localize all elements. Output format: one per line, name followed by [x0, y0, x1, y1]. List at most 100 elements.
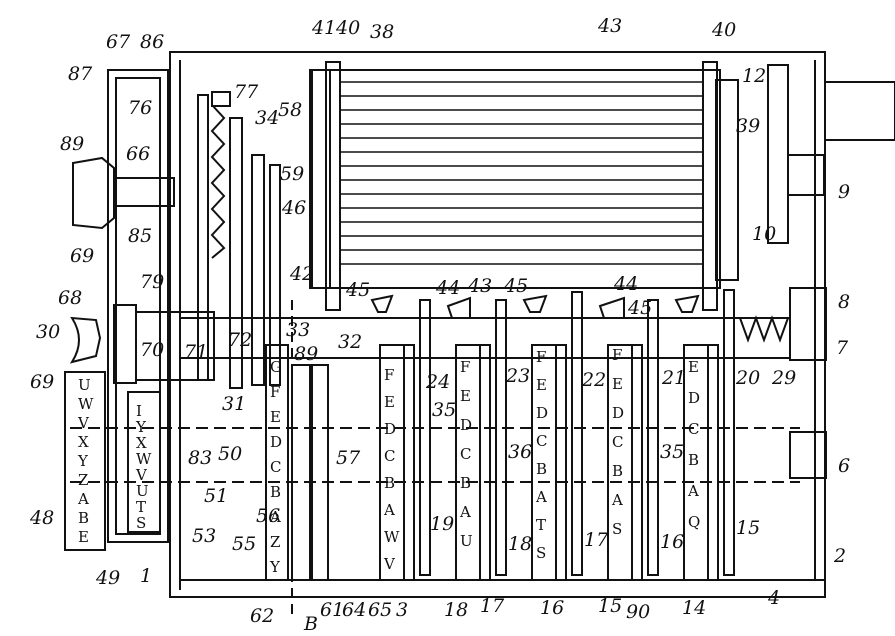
wheel-letter: Y: [135, 418, 147, 436]
main-shaft: [179, 317, 791, 359]
plate-26: [571, 291, 583, 576]
ref-15: 15: [598, 595, 622, 617]
ref-45-a: 45: [345, 279, 370, 301]
ref-83: 85: [128, 225, 152, 247]
rack-14: [707, 344, 719, 581]
wheel-letter: E: [612, 375, 623, 393]
hub-9: [787, 154, 825, 196]
ref-61: 61: [320, 599, 344, 621]
wheel-letter: C: [384, 447, 395, 465]
wheel-56: [291, 364, 311, 581]
gear-39: [715, 79, 739, 281]
ref-48: 48: [29, 507, 54, 529]
ref-51: 51: [204, 485, 228, 507]
wheel-letter: F: [536, 348, 546, 366]
ref-56: 56: [256, 505, 280, 527]
wheel-letter: C: [270, 458, 281, 476]
box-85: [107, 69, 169, 543]
pawl-44-b: [598, 296, 625, 319]
drum-38-comb-lines: [340, 81, 702, 265]
wheel-letter: X: [78, 433, 89, 451]
ref-50: 50: [218, 443, 242, 465]
ref-28: 24: [425, 371, 450, 393]
ref-64: 64: [342, 599, 366, 621]
wheel-letter: B: [460, 474, 471, 492]
ref-86: 87: [68, 63, 93, 85]
wheel-letter: V: [77, 414, 90, 432]
wheel-57: [311, 364, 329, 581]
wheel-letter: E: [270, 408, 281, 426]
wheel-letter: S: [136, 514, 146, 532]
wheel-letter: A: [383, 501, 395, 519]
ref-17: 17: [480, 595, 505, 617]
wheel-letter: I: [136, 402, 142, 420]
ref-55: 55: [232, 533, 256, 555]
ref-23: 19: [430, 513, 454, 535]
ref-26: 22: [581, 369, 606, 391]
wheel-letter: G: [270, 358, 282, 376]
wheel-letter: D: [270, 433, 282, 451]
ref-76: 77: [234, 81, 259, 103]
wheel-letter: W: [384, 528, 400, 546]
ref-25: 21: [661, 367, 686, 389]
section-marker-b: B: [303, 613, 318, 635]
wheel-letter: D: [460, 416, 472, 434]
drum-38: [309, 69, 721, 289]
gear-12: [767, 64, 789, 244]
wheel-letter: A: [459, 503, 471, 521]
wheel-letter: E: [536, 376, 547, 394]
pawl-45-c: [674, 294, 700, 313]
wheel-letter: F: [460, 358, 470, 376]
ref-8: 8: [838, 291, 850, 313]
rack-18: [403, 344, 415, 581]
rod-83: [197, 94, 209, 381]
ref-14: 14: [682, 597, 706, 619]
reference-numerals: 41 40 38 43 40 67 86 87 77 76 34 58 12 3…: [29, 15, 850, 635]
ref-34: 34: [255, 107, 279, 129]
ref-87: 89: [60, 133, 84, 155]
shaft-right: [824, 81, 895, 141]
wheel-letter: B: [384, 474, 395, 492]
ref-31: 31: [222, 393, 246, 415]
ref-24: 20: [735, 367, 760, 389]
wheel-letter: D: [688, 389, 700, 407]
ref-43-top: 43: [597, 15, 622, 37]
wheel-letter: D: [384, 420, 396, 438]
ref-21: 17: [584, 529, 609, 551]
wheel-letter: E: [460, 387, 471, 405]
ref-66: 66: [126, 143, 150, 165]
ref-10: 10: [752, 223, 776, 245]
ref-16: 16: [540, 597, 564, 619]
wheel-letter: B: [270, 483, 281, 501]
ref-36: 36: [508, 441, 532, 463]
ref-62: 62: [250, 605, 274, 627]
wheel-letter: T: [136, 498, 146, 516]
wheel-letter: F: [384, 366, 394, 384]
wheel-letter: B: [688, 451, 699, 469]
wheel-letter: S: [612, 520, 622, 538]
wheel-letter: A: [687, 482, 699, 500]
wheel-letter: E: [384, 393, 395, 411]
wheel-letter: X: [136, 434, 147, 452]
ref-90: 90: [626, 601, 650, 623]
ref-39: 39: [736, 115, 760, 137]
ref-32: 32: [338, 331, 362, 353]
rack-16: [555, 344, 567, 581]
ref-71: 69: [70, 245, 94, 267]
wheel-letter: B: [612, 462, 623, 480]
spring-29: [739, 315, 789, 343]
ref-79: 83: [188, 447, 212, 469]
wheel-letter: A: [535, 488, 547, 506]
shaft-66: [113, 177, 175, 207]
hub-8: [789, 287, 827, 361]
ref-33: 33: [286, 319, 310, 341]
ref-46: 46: [281, 197, 306, 219]
plate-24: [723, 289, 735, 576]
